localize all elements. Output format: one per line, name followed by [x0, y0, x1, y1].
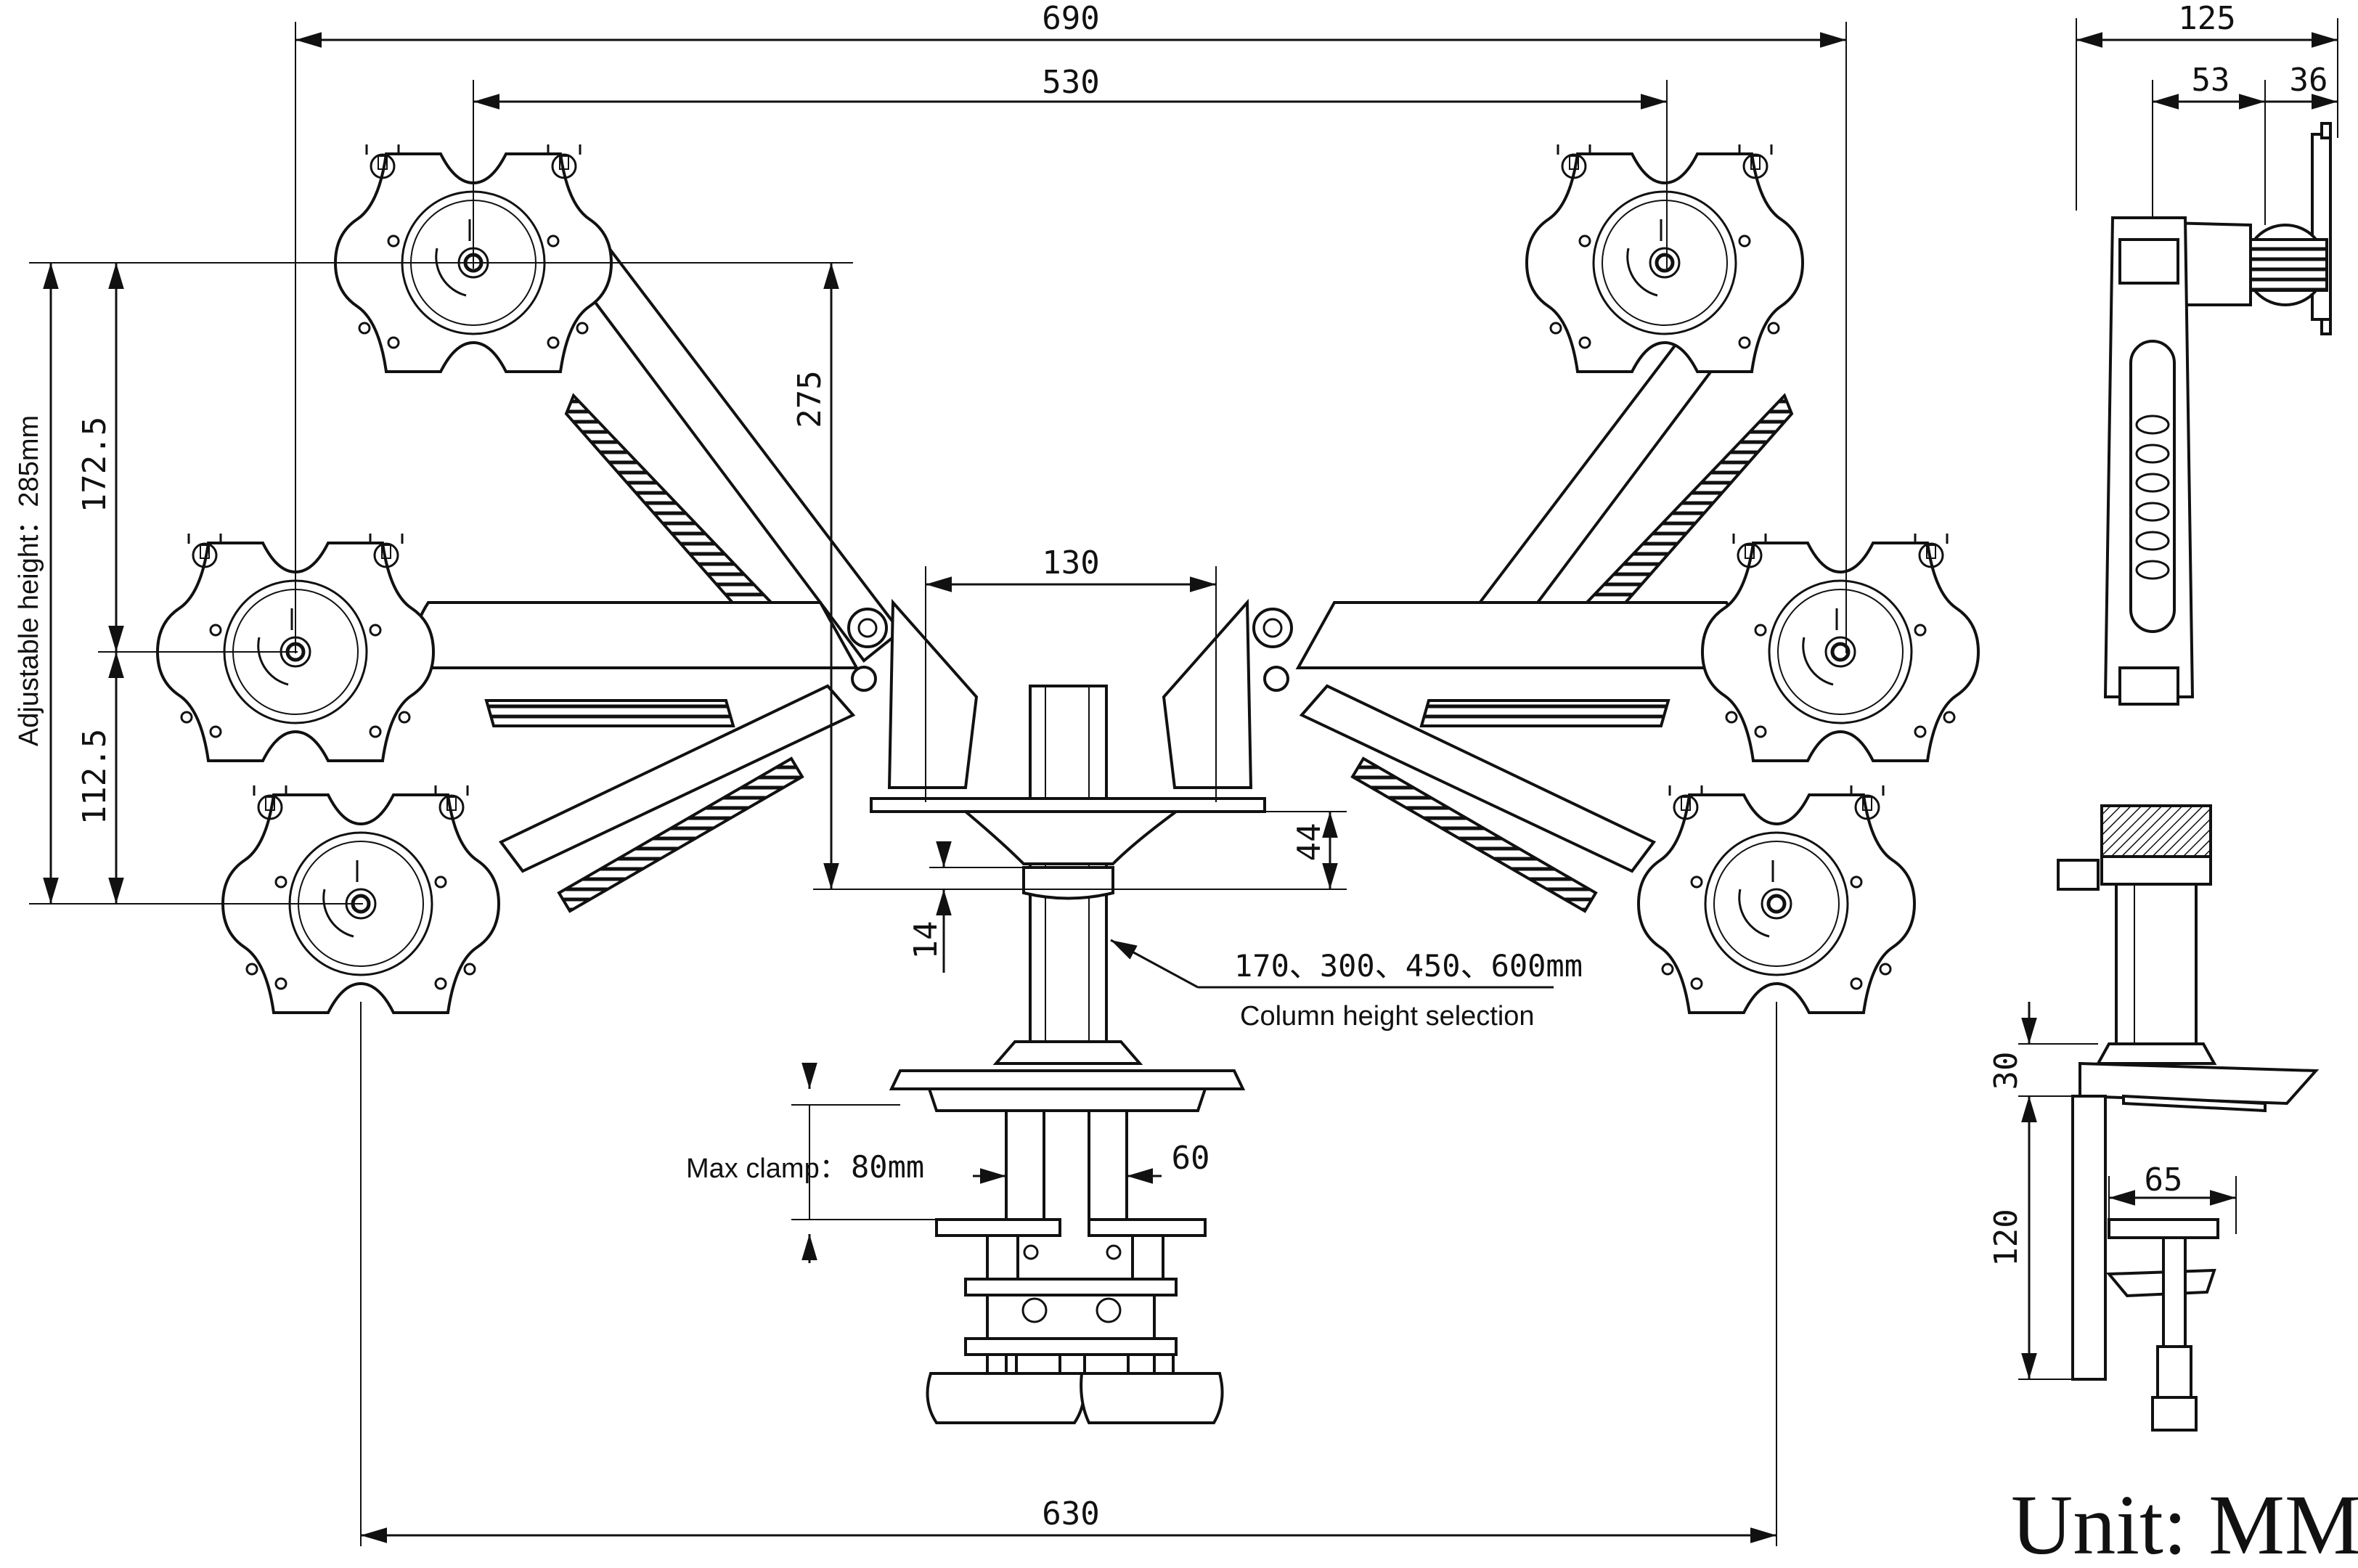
- adjustable-height-label: Adjustable height：285mm: [14, 415, 44, 746]
- dimension-lines: [29, 22, 1847, 1546]
- dim-adjustable-lower: 112.5: [76, 729, 113, 825]
- vesa-plate-low-right: [1639, 785, 1914, 1013]
- dim-side-plate: 36: [2290, 62, 2328, 99]
- unit-label: Unit: MM: [2011, 1477, 2358, 1568]
- dim-base-offset: 44: [1291, 823, 1328, 862]
- column-heights-text: 170、300、450、600mm: [1234, 948, 1583, 984]
- left-arm-positions: [414, 237, 979, 913]
- dim-base-width: 630: [1042, 1495, 1099, 1532]
- dim-center-span: 130: [1042, 544, 1099, 581]
- vesa-plate-top-right: [1527, 144, 1803, 372]
- dim-pole-span: 530: [1042, 64, 1099, 101]
- dim-adjustable-upper: 172.5: [76, 417, 113, 513]
- vesa-plate-mid-right: [1702, 534, 1978, 761]
- max-clamp-label: Max clamp：: [686, 1153, 847, 1184]
- column: [870, 685, 1266, 1424]
- dim-overall-width: 690: [1042, 0, 1099, 37]
- dim-side-clamp-width: 65: [2145, 1161, 2183, 1199]
- side-view: [2057, 122, 2332, 1432]
- dim-side-arm: 53: [2192, 62, 2230, 99]
- side-dimension-lines: [2018, 18, 2338, 1380]
- vesa-plate-low-left: [223, 785, 499, 1013]
- dim-side-clamp-height: 120: [1988, 1209, 2025, 1266]
- max-clamp-value: 80mm: [851, 1149, 924, 1185]
- dim-clamp-pad: 60: [1172, 1140, 1210, 1177]
- dim-collar-offset: 14: [907, 921, 945, 960]
- dim-side-base: 30: [1988, 1052, 2025, 1090]
- dim-side-depth: 125: [2178, 0, 2235, 37]
- column-selection-label: Column height selection: [1240, 1001, 1535, 1032]
- dim-arm-height: 275: [791, 370, 828, 428]
